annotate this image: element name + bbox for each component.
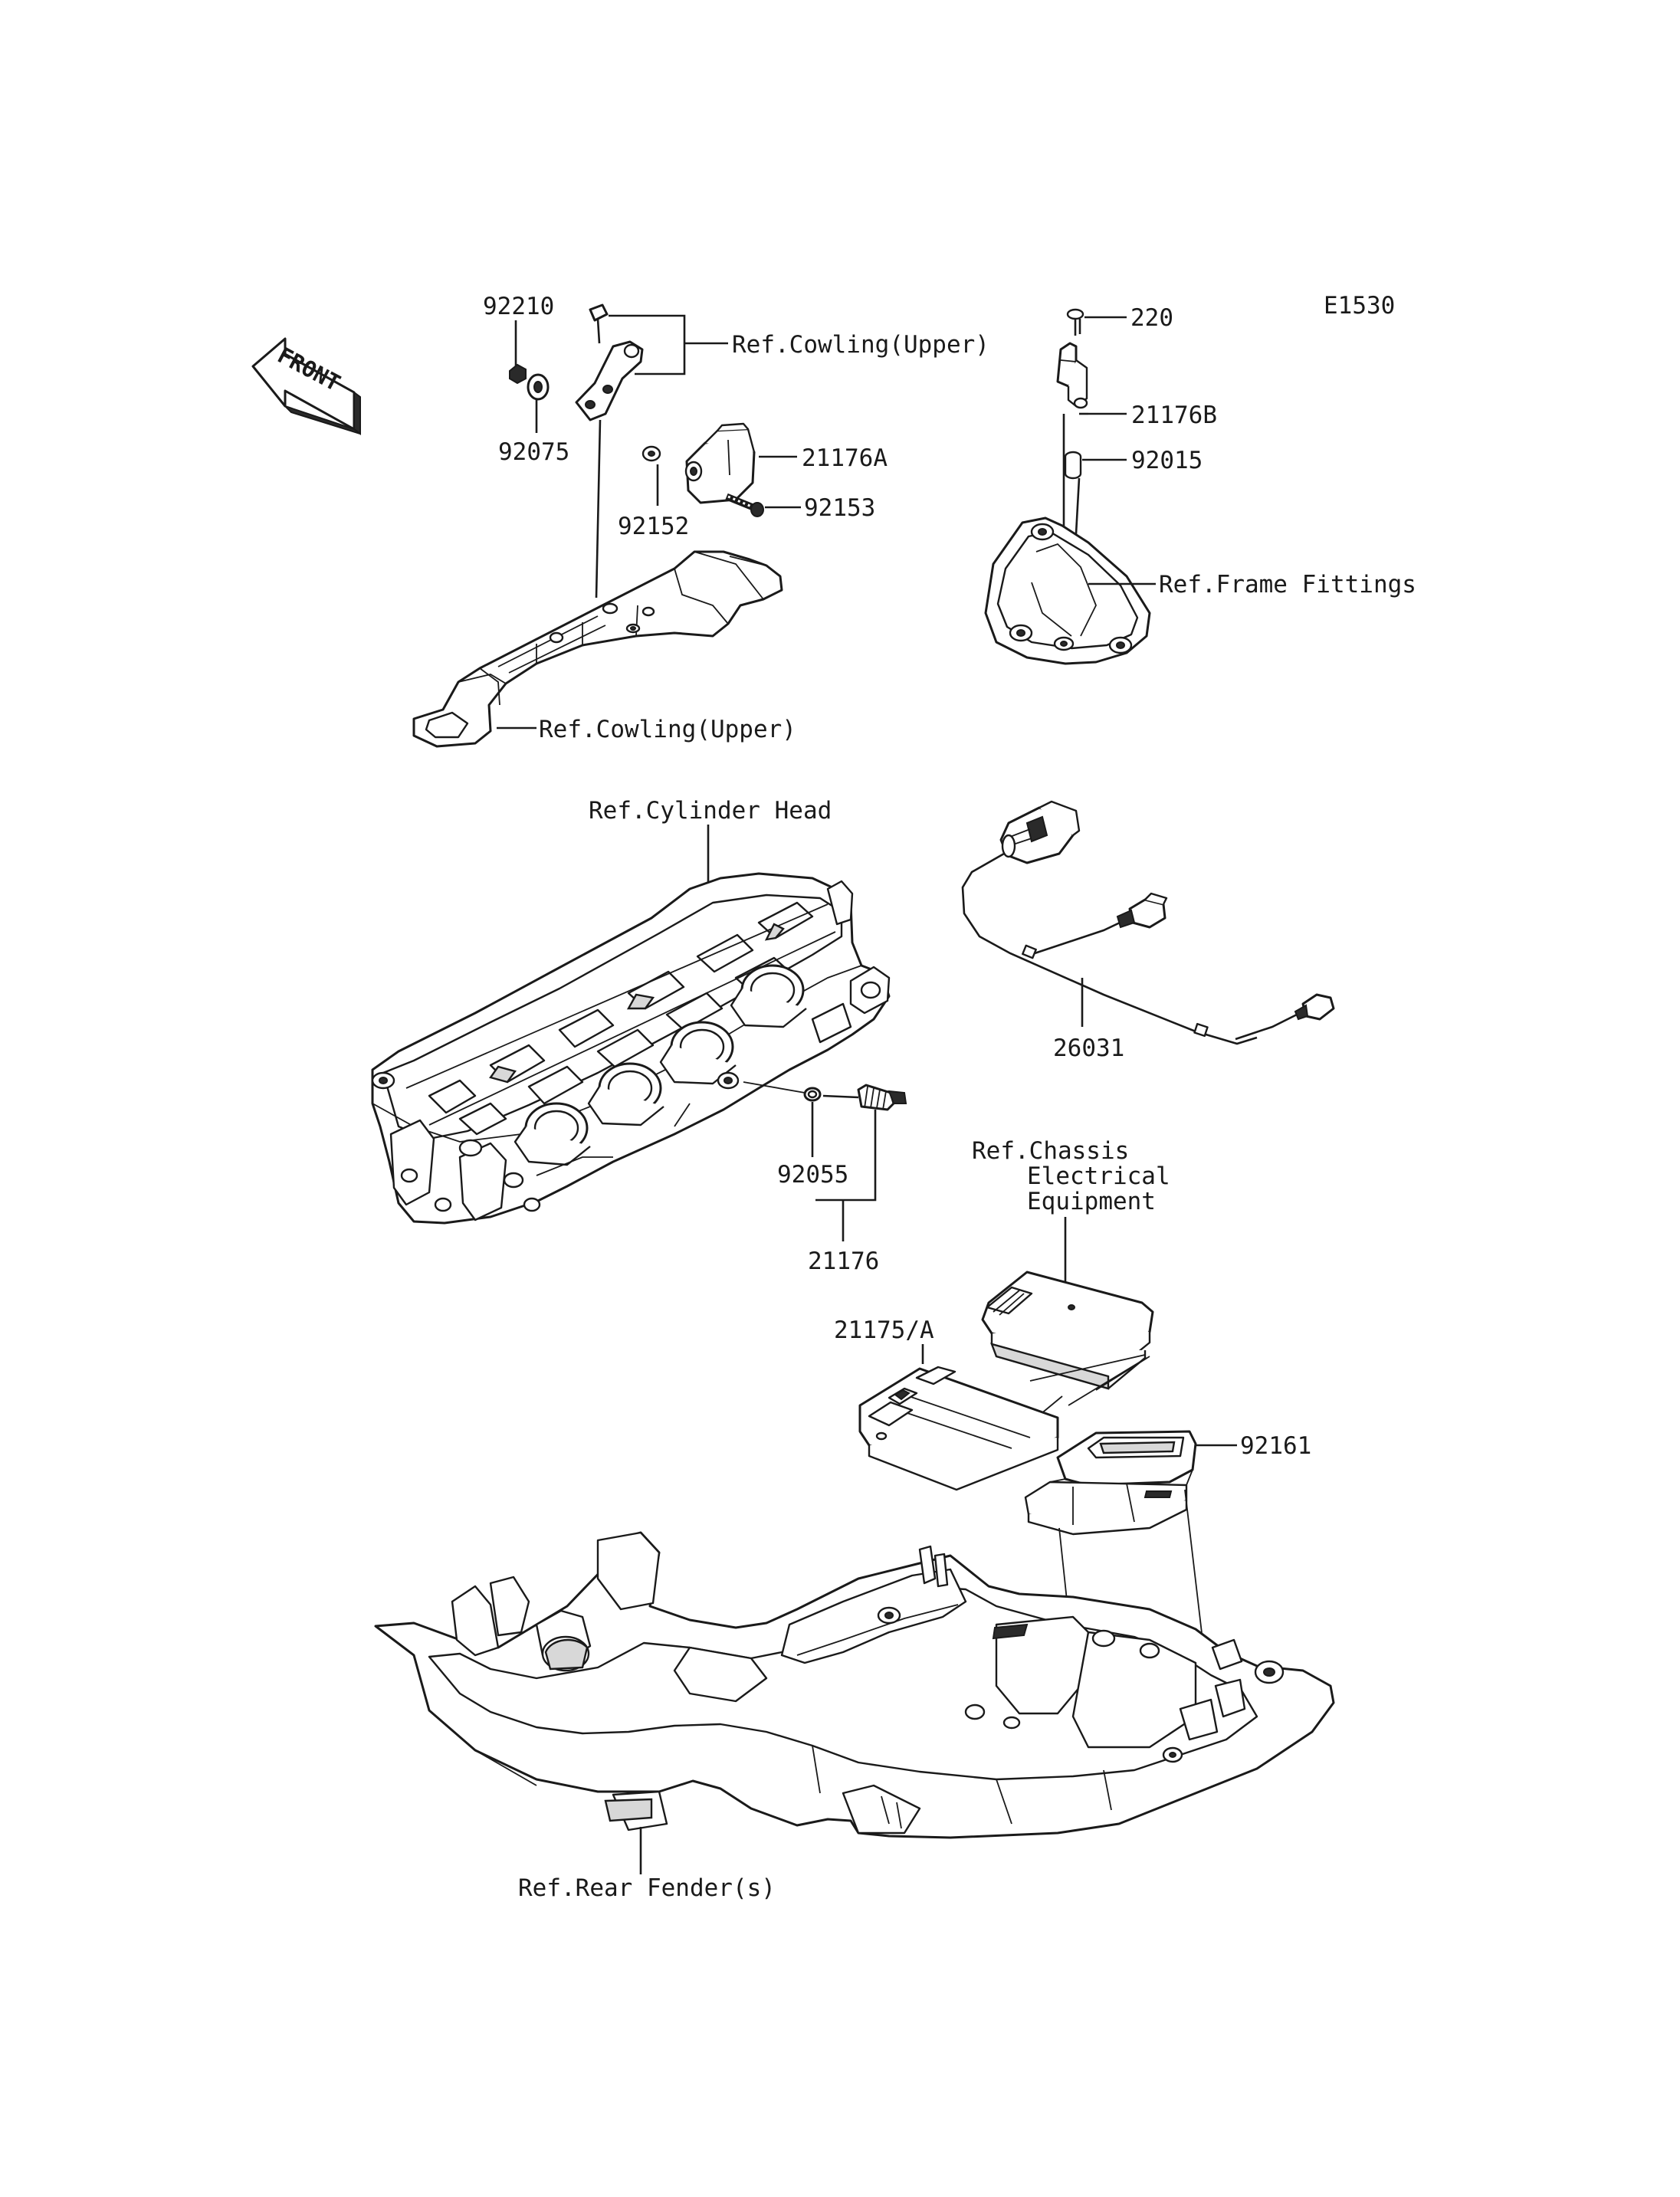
cylinder-head [371,872,891,1225]
ref-chassis-line2: Electrical [1027,1162,1170,1190]
rear-fender [374,1531,1335,1839]
part-21175A-label: 21175/A [834,1317,934,1344]
part-92161-label: 92161 [1240,1432,1311,1460]
bank-angle-sensor-21176A [684,422,756,504]
ref-frame-fittings-label: Ref.Frame Fittings [1159,571,1416,598]
cowling-upper-bracket [412,550,783,748]
diagram-code: E1530 [1324,292,1395,320]
ref-cylinder-head-label: Ref.Cylinder Head [589,797,832,825]
ref-rear-fenders-label: Ref.Rear Fender(s) [518,1874,776,1902]
part-92055-label: 92055 [777,1161,848,1189]
part-26031-label: 26031 [1053,1035,1124,1062]
chassis-electrical-unit [981,1271,1154,1390]
ref-chassis-line3: Equipment [1027,1188,1156,1215]
cylinder-head-group: Ref.Cylinder Head [371,797,907,1275]
ecu-21175A [858,1366,1059,1491]
exhaust-ports [514,964,807,1166]
frame-fitting-plate [984,516,1151,665]
ref-chassis-line1: Ref.Chassis [972,1137,1129,1165]
part-92075-label: 92075 [498,438,569,466]
part-220-label: 220 [1130,304,1173,332]
tilt-sensor-21176B [1056,342,1088,409]
part-21176A-label: 21176A [802,444,888,472]
water-temp-sensor-21176 [822,1084,907,1111]
part-21176B-label: 21176B [1131,402,1217,429]
ref-cowling-upper-top-label: Ref.Cowling(Upper) [732,331,989,359]
ecu-holder-92161 [1024,1430,1197,1536]
part-92153-label: 92153 [804,494,875,522]
part-92210-label: 92210 [483,293,554,320]
sensor-bracket [575,340,644,421]
nut-92210 [509,363,527,385]
part-92015-label: 92015 [1131,447,1203,474]
screw-92153 [725,493,764,517]
wiring-harness-26031 [961,800,1335,1045]
rear-fender-group: Ref.Rear Fender(s) [374,1531,1335,1902]
front-arrow-icon: FRONT [251,337,361,435]
ref-cowling-upper-bottom-label: Ref.Cowling(Upper) [539,716,796,743]
bolt-220 [1066,308,1084,336]
collar-92015 [1064,451,1082,480]
part-21176-label: 21176 [808,1248,879,1275]
tilt-sensor-group: 220 21176B 92015 [984,304,1416,665]
ecu-group: Ref.Chassis Electrical Equipment [834,1137,1311,1760]
bank-angle-sensor-group: 92210 92075 Ref.Cowling(Upper) 92152 [412,293,989,748]
harness-group: 26031 [961,800,1335,1062]
part-92152-label: 92152 [618,513,689,540]
